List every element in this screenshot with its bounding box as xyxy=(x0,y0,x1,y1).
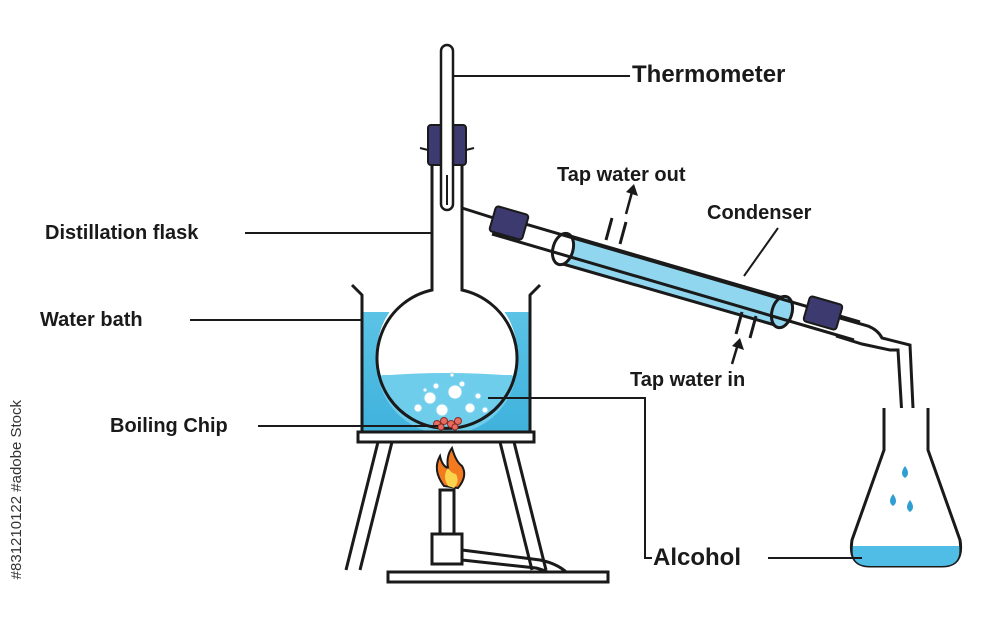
tripod-leg-left xyxy=(344,441,394,571)
receiver-outline xyxy=(849,408,963,568)
inlet-port xyxy=(734,311,758,339)
adapter-outer xyxy=(839,316,917,451)
thermometer xyxy=(439,43,455,212)
tripod-top xyxy=(356,430,536,444)
label-condenser: Condenser xyxy=(707,202,812,224)
inner-tube-bottom xyxy=(491,232,855,342)
receiving-flask xyxy=(849,408,963,568)
inner-tube-top xyxy=(497,214,861,324)
boiling-bubbles xyxy=(413,372,489,417)
joint-left xyxy=(488,205,530,241)
label-water-bath: Water bath xyxy=(40,309,143,331)
condenser-assembly xyxy=(461,184,917,451)
leader-lines xyxy=(190,75,862,559)
drops xyxy=(890,466,913,512)
arrow-out-head xyxy=(626,184,638,196)
joint-right xyxy=(802,295,844,331)
bunsen-burner xyxy=(386,445,610,584)
label-tap-water-in: Tap water in xyxy=(630,369,746,391)
arrow-out-shaft xyxy=(624,191,634,215)
leader-condenser xyxy=(743,227,779,277)
label-thermometer: Thermometer xyxy=(632,61,786,88)
label-boiling-chip: Boiling Chip xyxy=(110,415,228,437)
label-alcohol: Alcohol xyxy=(653,544,741,571)
flask-outline xyxy=(375,160,519,430)
stock-watermark-text: #831210122 #adobe Stock xyxy=(8,400,25,580)
label-tap-water-out: Tap water out xyxy=(557,164,686,186)
burner-base xyxy=(430,532,464,566)
arrow-in-head xyxy=(732,338,744,350)
receiver-liquid xyxy=(852,546,960,566)
stock-watermark-id: #831210122 #adobe Stock xyxy=(8,400,30,610)
leader-alcohol-flask xyxy=(488,397,652,559)
flame-inner xyxy=(445,468,458,488)
stopper-edges xyxy=(419,147,475,151)
adapter-inner xyxy=(835,334,906,451)
outlet-port xyxy=(604,217,628,245)
base-plate xyxy=(386,570,610,584)
distillation-flask xyxy=(375,43,519,435)
tripod-stand xyxy=(344,430,548,571)
tripod-leg-right xyxy=(498,441,548,571)
label-distillation-flask: Distillation flask xyxy=(45,222,199,244)
burner-barrel xyxy=(438,488,456,536)
